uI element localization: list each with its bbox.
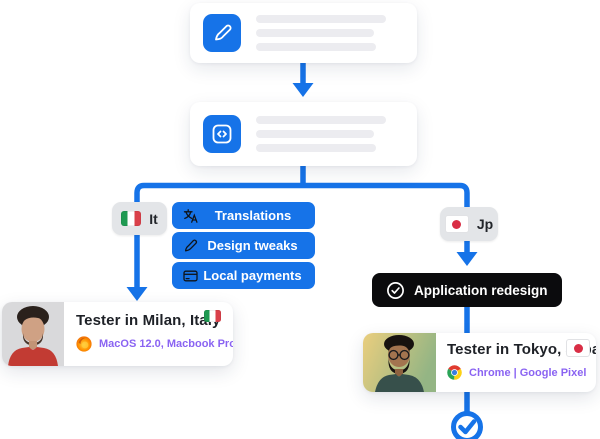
japan-flag-icon bbox=[444, 215, 469, 233]
code-spec-card bbox=[190, 102, 417, 166]
task-label: Local payments bbox=[203, 268, 302, 283]
japan-flag-pill: Jp bbox=[440, 207, 498, 241]
italy-flag-icon bbox=[204, 310, 221, 322]
italy-flag-label: It bbox=[149, 210, 158, 227]
placeholder-text-lines bbox=[256, 116, 386, 152]
placeholder-text-lines bbox=[256, 15, 386, 51]
tokyo-tester-photo bbox=[363, 333, 436, 392]
japan-flag-label: Jp bbox=[476, 216, 494, 232]
task-pill-design-tweaks: Design tweaks bbox=[172, 232, 315, 259]
done-check-icon bbox=[458, 419, 477, 435]
task-pill-local-payments: Local payments bbox=[172, 262, 315, 289]
translate-icon bbox=[183, 208, 199, 224]
application-redesign-pill: Application redesign bbox=[372, 273, 562, 307]
credit-card-icon bbox=[183, 268, 198, 283]
firefox-icon bbox=[76, 336, 92, 352]
branch-left bbox=[134, 182, 303, 289]
arrowhead-milan bbox=[126, 287, 148, 301]
task-label: Translations bbox=[214, 208, 292, 223]
tester-card-milan: Tester in Milan, Italy bbox=[2, 302, 233, 366]
chrome-icon bbox=[447, 365, 462, 380]
task-pill-translations: Translations bbox=[172, 202, 315, 229]
japan-flag-icon bbox=[566, 339, 590, 357]
tester-card-tokyo: Tester in Tokyo, Japan Chrome | Google P… bbox=[363, 333, 596, 392]
check-circle-icon bbox=[386, 281, 405, 300]
branch-right bbox=[303, 182, 470, 253]
tester-title: Tester in Tokyo, Japan bbox=[447, 341, 596, 358]
milan-tester-photo bbox=[2, 302, 64, 366]
task-label: Design tweaks bbox=[207, 238, 298, 253]
done-check-circle bbox=[451, 411, 483, 439]
arrowhead-redesign bbox=[456, 252, 478, 266]
tester-environment: MacOS 12.0, Macbook Pro bbox=[99, 338, 233, 350]
task-label: Application redesign bbox=[414, 282, 548, 298]
tester-environment: Chrome | Google Pixel bbox=[469, 366, 587, 379]
italy-flag-icon bbox=[121, 211, 142, 226]
tester-title: Tester in Milan, Italy bbox=[76, 312, 221, 329]
design-brief-card bbox=[190, 3, 417, 63]
code-icon bbox=[203, 115, 241, 153]
pen-icon bbox=[183, 238, 198, 253]
arrowhead-step2 bbox=[292, 83, 314, 97]
italy-flag-pill: It bbox=[112, 202, 167, 235]
paintbrush-icon bbox=[203, 14, 241, 52]
